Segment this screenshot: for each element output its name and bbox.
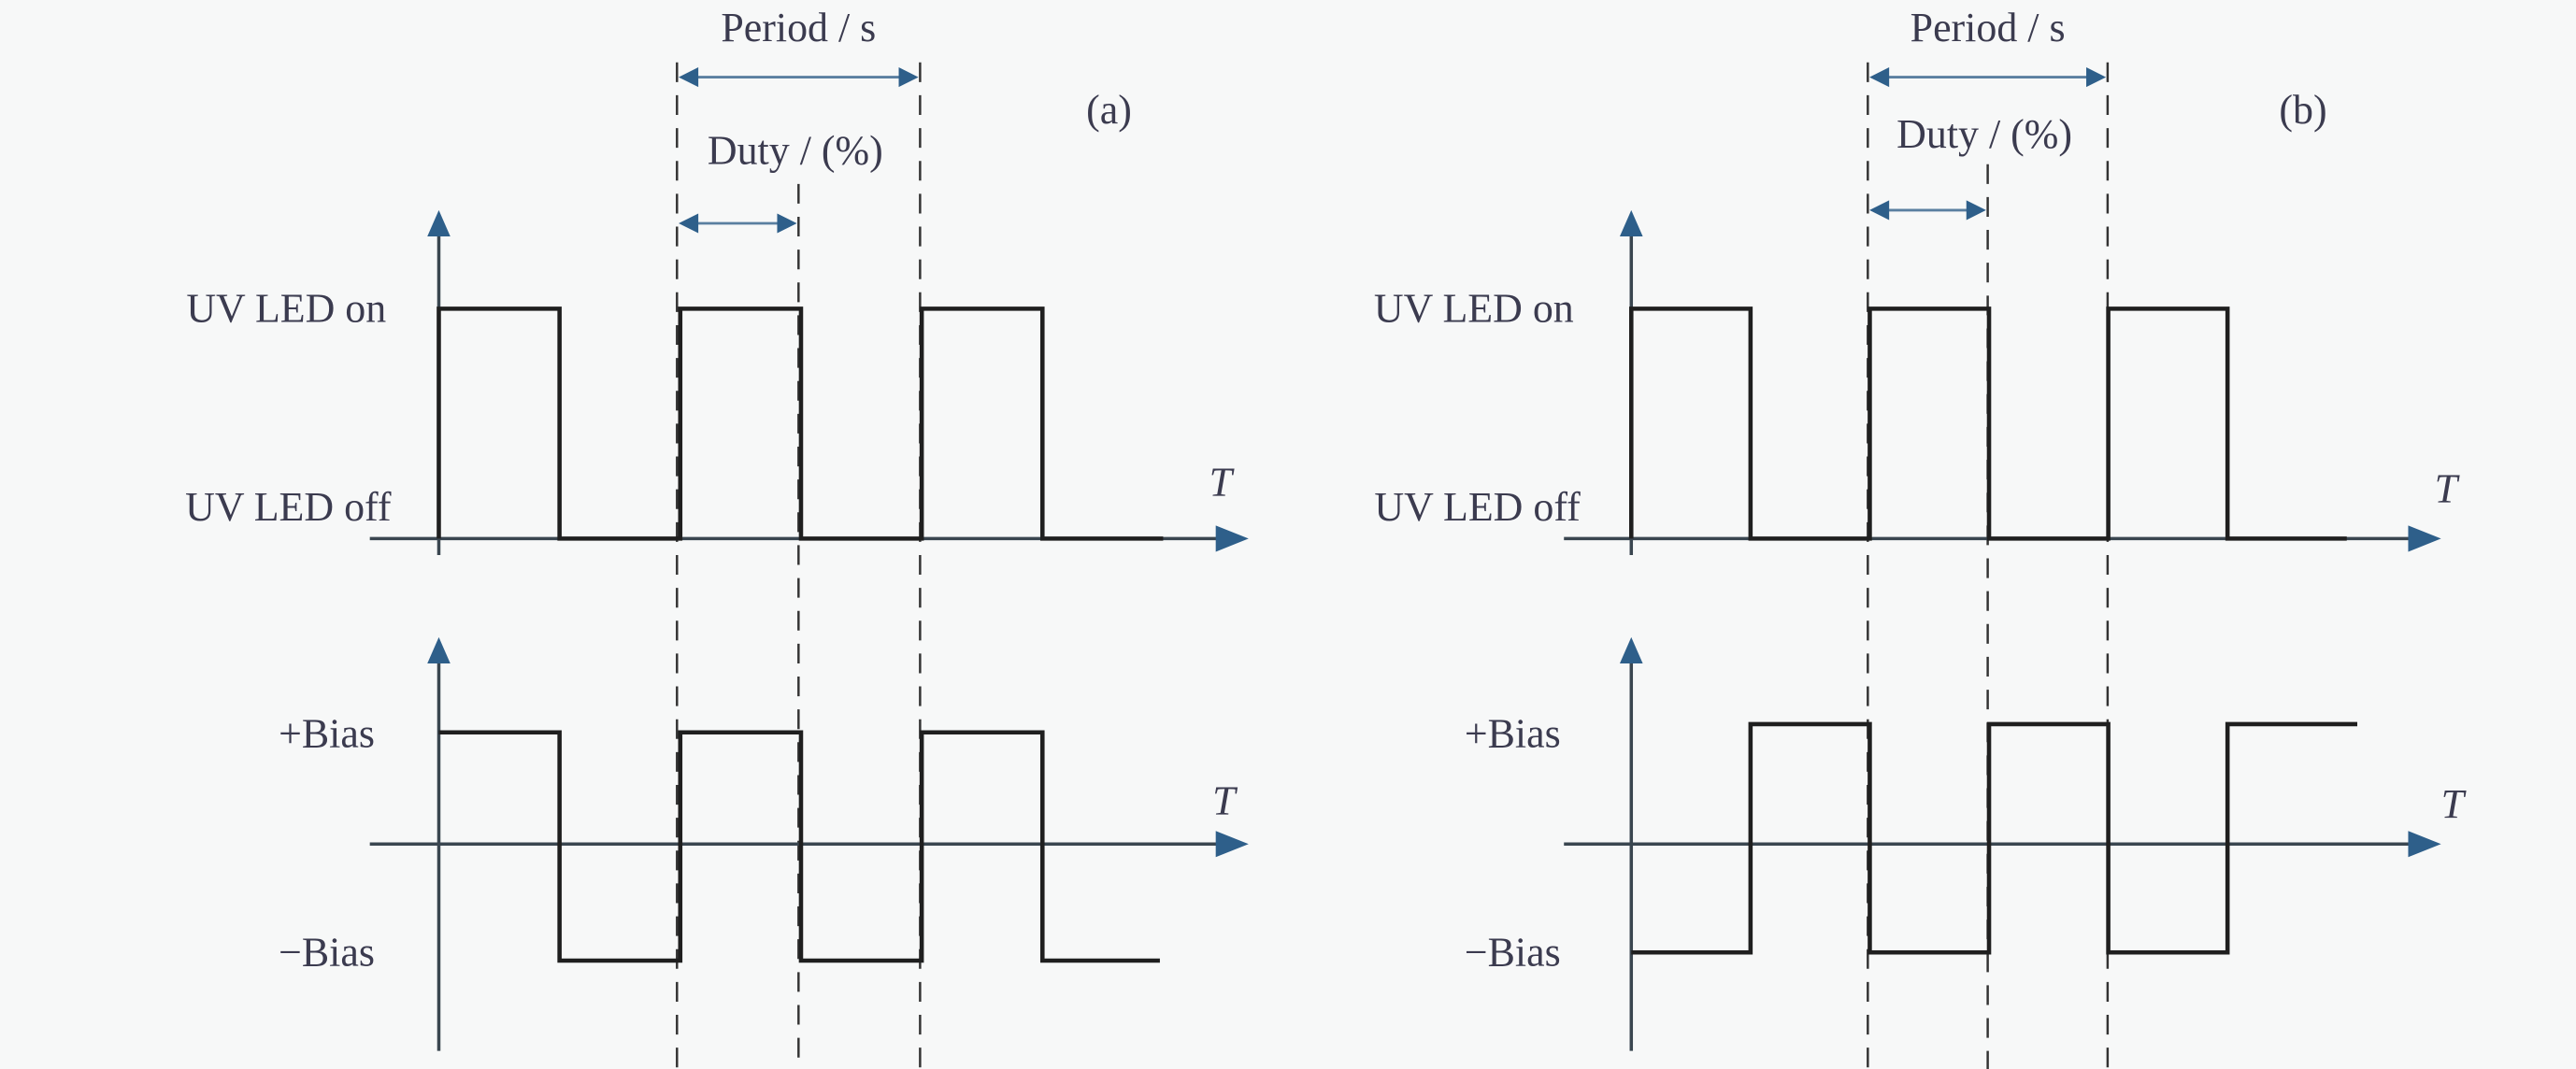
- period-label: Period / s: [721, 5, 876, 50]
- uv-led-waveform: [1628, 306, 2347, 541]
- bias-waveform: [1631, 721, 2357, 955]
- duty-label: Duty / (%): [1896, 111, 2072, 157]
- period-arrow-right-icon: [898, 67, 919, 88]
- panel-tag: (b): [2279, 87, 2326, 133]
- x-axis-label-t: T: [2441, 781, 2468, 827]
- period-arrow-left-icon: [1869, 67, 1890, 88]
- uv-led-on-label: UV LED on: [186, 285, 386, 331]
- x-axis-arrow-icon: [1215, 831, 1249, 858]
- duty-arrow-left-icon: [1869, 200, 1890, 221]
- minus-bias-label: −Bias: [1465, 929, 1561, 975]
- duty-arrow-right-icon: [1966, 200, 1986, 221]
- uv-led-off-label: UV LED off: [1374, 484, 1581, 530]
- period-arrow-right-icon: [2086, 67, 2107, 88]
- y-axis-arrow-icon: [427, 209, 451, 237]
- plus-bias-label: +Bias: [1465, 711, 1561, 757]
- x-axis-label-t: T: [1212, 778, 1238, 824]
- y-axis-arrow-icon: [1619, 636, 1643, 663]
- plus-bias-label: +Bias: [279, 711, 375, 757]
- period-arrow-left-icon: [679, 67, 699, 88]
- bias-waveform: [438, 730, 1160, 963]
- x-axis-label-t: T: [2435, 466, 2461, 512]
- period-label: Period / s: [1911, 5, 2066, 50]
- panel-b: Period / s (b) Duty / (%) UV LED on UV L…: [1374, 5, 2468, 975]
- duty-arrow-left-icon: [679, 213, 699, 234]
- panel-tag: (a): [1086, 87, 1132, 133]
- uv-led-waveform: [436, 306, 1164, 541]
- duty-label: Duty / (%): [708, 128, 883, 174]
- y-axis-arrow-icon: [1619, 209, 1643, 237]
- x-axis-arrow-icon: [2408, 831, 2441, 858]
- x-axis-label-t: T: [1209, 460, 1236, 506]
- uv-led-on-label: UV LED on: [1374, 285, 1574, 331]
- y-axis-arrow-icon: [427, 636, 451, 663]
- x-axis-arrow-icon: [2408, 525, 2441, 552]
- uv-led-off-label: UV LED off: [185, 484, 392, 530]
- minus-bias-label: −Bias: [279, 929, 375, 975]
- x-axis-arrow-icon: [1215, 525, 1249, 552]
- duty-arrow-right-icon: [777, 213, 797, 234]
- panel-a: Period / s (a) Duty / (%) UV LED on UV L…: [185, 5, 1238, 975]
